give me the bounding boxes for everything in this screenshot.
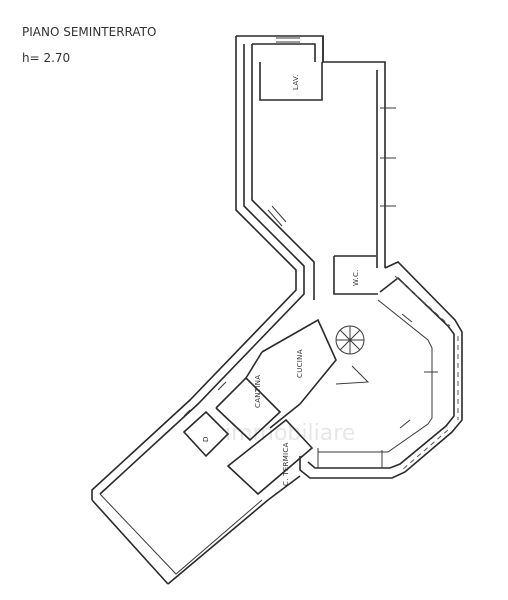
- outer-walls: [91, 35, 386, 585]
- plan-title: PIANO SEMINTERRATO: [22, 25, 156, 39]
- window-marks: [183, 37, 438, 468]
- room-label-c-termica: C. TERMICA: [282, 442, 290, 486]
- interior-walls: [99, 62, 378, 575]
- room-label-d: D: [202, 436, 210, 442]
- octagon-bay: [299, 261, 463, 479]
- room-label-wc: W.C.: [352, 269, 360, 286]
- room-label-cucina: CUCINA: [296, 349, 304, 378]
- height-note: h= 2.70: [22, 51, 70, 65]
- room-label-lav: LAV.: [292, 74, 300, 90]
- room-label-cantina: CANTINA: [254, 375, 262, 408]
